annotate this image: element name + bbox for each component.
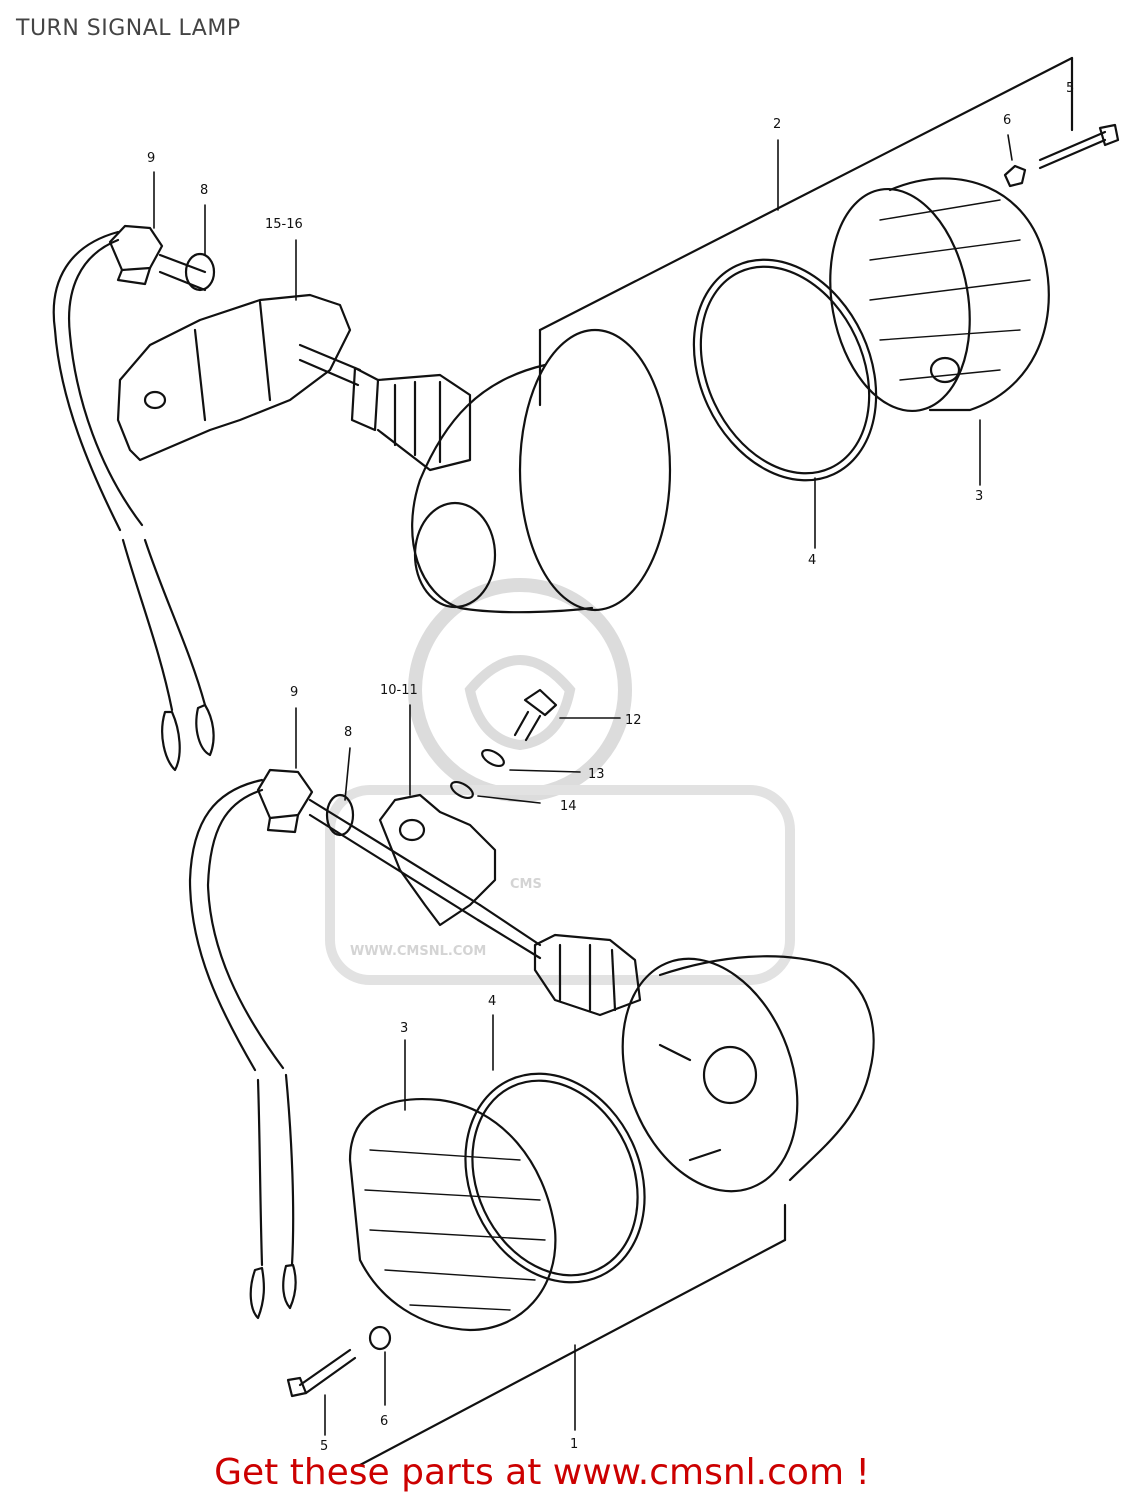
bottom-wires [188, 778, 297, 1320]
label-8-top: 8 [200, 183, 208, 198]
top-lens [829, 177, 1050, 413]
page-title: TURN SIGNAL LAMP [16, 16, 241, 41]
label-9-top: 9 [147, 151, 155, 166]
label-10-11: 10-11 [380, 683, 418, 698]
top-threaded-rod [158, 253, 207, 274]
bottom-lamp-housing [621, 955, 875, 1193]
label-1: 1 [570, 1437, 578, 1452]
bottom-nut-6 [368, 1325, 392, 1351]
top-wires [52, 230, 215, 772]
label-9-bottom: 9 [290, 685, 298, 700]
top-mounting-bracket [116, 293, 352, 462]
bottom-assembly-outline [358, 1203, 787, 1467]
top-lens-gasket [692, 258, 878, 482]
label-6-bottom: 6 [380, 1414, 388, 1429]
bottom-leader-lines [295, 704, 621, 1436]
top-nut-6 [1003, 164, 1027, 188]
bottom-nut [256, 768, 314, 834]
label-2: 2 [773, 117, 781, 132]
cms-watermark: CMS WWW.CMSNL.COM [325, 578, 795, 985]
top-bulb-socket [298, 343, 472, 472]
bottom-lens-screw [286, 1348, 357, 1398]
label-5-top: 5 [1066, 81, 1074, 96]
bottom-threaded-rod [308, 798, 482, 907]
label-4-top: 4 [808, 553, 816, 568]
label-12: 12 [625, 713, 642, 728]
label-14: 14 [560, 799, 577, 814]
watermark-url-text: WWW.CMSNL.COM [350, 944, 486, 959]
top-lens-screw [1038, 123, 1120, 170]
bottom-pivot-bolt [513, 688, 558, 742]
top-nut [108, 224, 164, 286]
footer-link-text: Get these parts at www.cmsnl.com ! [214, 1452, 870, 1493]
label-13: 13 [588, 767, 605, 782]
label-4-bottom: 4 [488, 994, 496, 1009]
footer-shop-link[interactable]: Get these parts at www.cmsnl.com ! [0, 1452, 1122, 1493]
bottom-spring-washer [481, 748, 505, 768]
label-6-top: 6 [1003, 113, 1011, 128]
label-3-bottom: 3 [400, 1021, 408, 1036]
top-lamp-housing [411, 328, 672, 614]
top-washer [184, 252, 216, 292]
label-15-16: 15-16 [265, 217, 303, 232]
part-number-labels: 9 8 15-16 2 6 5 3 4 9 8 10-11 12 13 14 3… [147, 81, 1074, 1454]
watermark-logo-text: CMS [510, 877, 542, 892]
label-5-bottom: 5 [320, 1439, 328, 1454]
bottom-mounting-bracket [378, 793, 497, 927]
bottom-lens-gasket [464, 1072, 646, 1284]
bottom-bulb-socket [476, 903, 642, 1017]
label-3-top: 3 [975, 489, 983, 504]
bottom-flat-washer [450, 780, 474, 800]
top-leader-lines [153, 104, 1073, 549]
top-assembly-outline [538, 56, 1074, 407]
label-8-bottom: 8 [344, 725, 352, 740]
bottom-lens [348, 1098, 557, 1332]
